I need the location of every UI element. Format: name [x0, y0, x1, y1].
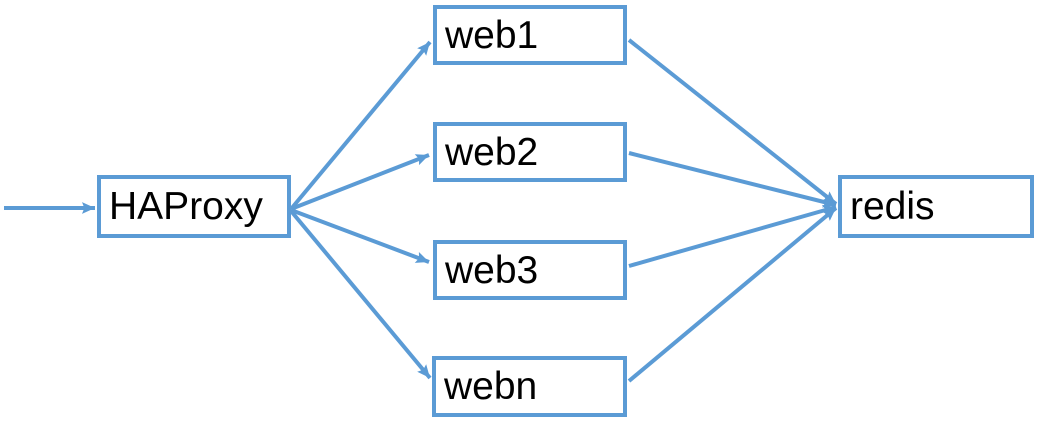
- node-web1-label: web1: [445, 13, 539, 57]
- node-web3-label: web3: [445, 248, 539, 292]
- edge-web1-to-redis: [627, 38, 838, 206]
- edge-haproxy-to-webn: [289, 209, 432, 380]
- edge-haproxy-to-web2: [290, 153, 430, 211]
- edge-web3-to-redis: [628, 204, 837, 268]
- node-webn: webn: [432, 356, 627, 417]
- node-haproxy-label: HAProxy: [109, 185, 263, 228]
- node-redis-label: redis: [850, 185, 935, 228]
- edge-webn-to-redis: [627, 206, 838, 383]
- node-webn-label: webn: [444, 365, 538, 408]
- node-haproxy: HAProxy: [97, 175, 291, 238]
- edge-haproxy-to-web1: [289, 40, 432, 211]
- edge-haproxy-to-web3: [290, 208, 430, 264]
- node-web2: web2: [433, 122, 627, 182]
- node-web3: web3: [433, 240, 627, 300]
- node-redis: redis: [838, 175, 1034, 238]
- node-web2-label: web2: [445, 130, 539, 174]
- edge-web2-to-redis: [628, 151, 837, 208]
- node-web1: web1: [433, 5, 627, 65]
